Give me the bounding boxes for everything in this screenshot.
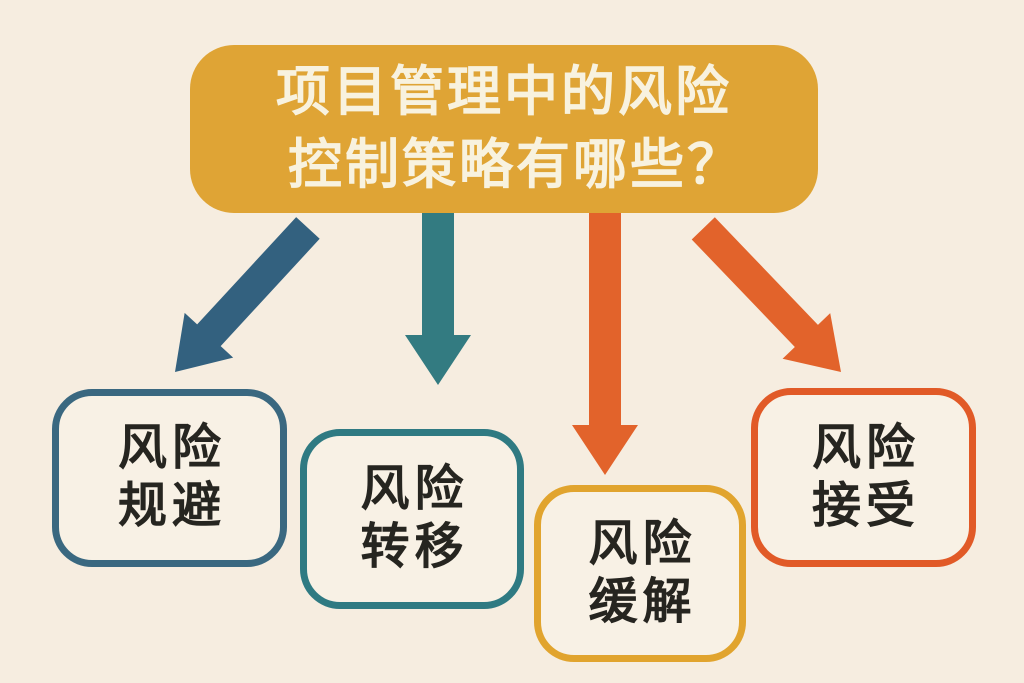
- strategy-label: 转移: [360, 520, 469, 574]
- strategy-box-risk-transfer: 风险 转移: [300, 429, 524, 609]
- strategy-label: 接受: [811, 478, 920, 533]
- strategy-label: 缓解: [588, 574, 697, 629]
- title-box: 项目管理中的风险 控制策略有哪些？: [190, 45, 818, 213]
- strategy-label: 风险: [117, 421, 226, 476]
- strategy-label: 风险: [588, 516, 697, 571]
- arrow-to-risk-transfer-icon: [405, 213, 471, 385]
- strategy-label: 规避: [117, 479, 226, 533]
- strategy-label: 风险: [360, 462, 469, 517]
- title-line-1: 项目管理中的风险: [276, 62, 732, 123]
- strategy-box-risk-acceptance: 风险 接受: [751, 388, 976, 567]
- arrow-to-risk-mitigation-icon: [572, 213, 638, 475]
- strategy-box-risk-mitigation: 风险 缓解: [534, 485, 746, 662]
- title-line-2: 控制策略有哪些？: [288, 135, 744, 195]
- strategy-label: 风险: [811, 420, 920, 475]
- arrow-to-risk-acceptance-icon: [691, 217, 841, 372]
- strategy-box-risk-avoidance: 风险 规避: [52, 389, 287, 567]
- arrow-to-risk-avoidance-icon: [175, 217, 320, 372]
